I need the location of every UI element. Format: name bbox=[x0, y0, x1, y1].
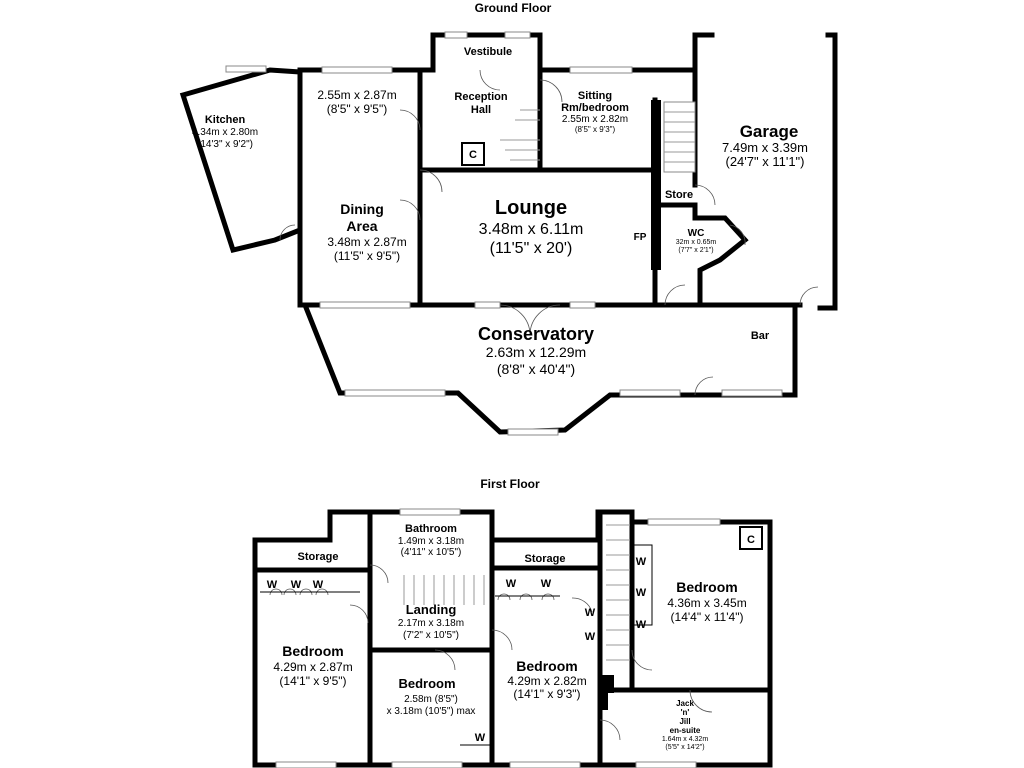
first-floor-walls bbox=[252, 508, 773, 768]
chimney-breast bbox=[651, 100, 661, 270]
wardrobe-label: W bbox=[313, 579, 324, 591]
first-north-wall bbox=[327, 509, 773, 768]
kitchen-imperial: (14'3" x 9'2") bbox=[197, 139, 253, 150]
bedroom-small-line2: x 3.18m (10'5") max bbox=[387, 706, 476, 717]
bedroom-small-name: Bedroom bbox=[398, 676, 455, 691]
sitting-imperial: (8'5" x 9'3") bbox=[575, 125, 616, 134]
conservatory-metric: 2.63m x 12.29m bbox=[486, 344, 586, 360]
lounge-metric: 3.48m x 6.11m bbox=[479, 221, 584, 238]
bedroom-right-metric: 4.36m x 3.45m bbox=[667, 596, 746, 610]
first-windows bbox=[275, 508, 721, 768]
ensuite-name-3: Jill bbox=[679, 717, 690, 726]
bedroom-left-imperial: (14'1" x 9'5") bbox=[279, 674, 346, 688]
first-internal-walls bbox=[252, 537, 601, 768]
wc-metric: 32m x 0.65m bbox=[676, 239, 717, 246]
garage-metric: 7.49m x 3.39m bbox=[722, 140, 808, 155]
storage-left-name: Storage bbox=[298, 551, 339, 563]
ensuite-metric: 1.64m x 4.32m bbox=[662, 736, 708, 743]
dining-name-2: Area bbox=[346, 218, 377, 234]
ensuite-name-1: Jack bbox=[676, 699, 694, 708]
wardrobe-label: W bbox=[585, 631, 596, 643]
conservatory-name: Conservatory bbox=[478, 324, 594, 344]
wardrobe-label: W bbox=[636, 587, 647, 599]
store-name: Store bbox=[665, 189, 693, 201]
first-doors bbox=[260, 526, 763, 746]
wardrobe-label: W bbox=[541, 578, 552, 590]
bathroom-imperial: (4'11" x 10'5") bbox=[401, 547, 462, 558]
lounge-name: Lounge bbox=[495, 197, 567, 219]
wardrobe-label: W bbox=[506, 578, 517, 590]
pier-2 bbox=[598, 690, 608, 710]
bedroom-small-line1: 2.58m (8'5") bbox=[404, 694, 458, 705]
dining-imperial: (11'5" x 9'5") bbox=[334, 249, 400, 263]
bedroom-right-imperial: (14'4" x 11'4") bbox=[671, 610, 744, 624]
dining-upper-metric: 2.55m x 2.87m bbox=[317, 88, 396, 102]
dining-name-1: Dining bbox=[340, 201, 384, 217]
ensuite-name-4: en-suite bbox=[670, 726, 701, 735]
wardrobe-label: W bbox=[585, 607, 596, 619]
reception-name-2: Hall bbox=[471, 104, 491, 116]
bar-name: Bar bbox=[751, 330, 770, 342]
wc-name: WC bbox=[688, 228, 705, 239]
first-floor-title: First Floor bbox=[480, 477, 540, 491]
bedroom-left-name: Bedroom bbox=[282, 643, 343, 659]
reception-name-1: Reception bbox=[454, 91, 507, 103]
wardrobe-label: W bbox=[291, 579, 302, 591]
pier bbox=[600, 675, 614, 693]
ground-doors bbox=[279, 69, 819, 396]
vestibule-name: Vestibule bbox=[464, 46, 512, 58]
first-stair-walls bbox=[597, 509, 773, 768]
ground-floor-walls bbox=[179, 31, 838, 436]
lounge-imperial: (11'5" x 20') bbox=[490, 240, 573, 257]
first-floor-labels: First Floor Storage Storage W W W W W W … bbox=[267, 477, 755, 751]
cupboard-label: C bbox=[747, 534, 755, 546]
kitchen-walls bbox=[179, 67, 303, 253]
wardrobe-label: W bbox=[475, 732, 486, 744]
conservatory-imperial: (8'8" x 40'4") bbox=[497, 361, 575, 377]
fireplace-label: FP bbox=[634, 232, 647, 243]
kitchen-name: Kitchen bbox=[205, 114, 246, 126]
ground-floor-labels: Ground Floor Kitchen 4.34m x 2.80m (14'3… bbox=[192, 1, 808, 377]
dining-upper-imperial: (8'5" x 9'5") bbox=[327, 102, 387, 116]
ensuite-name-2: 'n' bbox=[681, 708, 690, 717]
ground-stairs bbox=[500, 101, 696, 173]
landing-metric: 2.17m x 3.18m bbox=[398, 618, 464, 629]
garage-name: Garage bbox=[740, 122, 799, 141]
landing-name: Landing bbox=[406, 602, 457, 617]
bedroom-mid-name: Bedroom bbox=[516, 658, 577, 674]
garage-imperial: (24'7" x 11'1") bbox=[726, 154, 805, 169]
wc-imperial: (7'7" x 2'1") bbox=[678, 247, 713, 254]
sitting-name-1: Sitting bbox=[578, 90, 612, 102]
bathroom-name: Bathroom bbox=[405, 523, 457, 535]
bedroom-mid-imperial: (14'1" x 9'3") bbox=[513, 687, 580, 701]
garage-east-wall bbox=[817, 32, 838, 311]
ground-windows bbox=[225, 31, 783, 436]
cupboard-label: C bbox=[469, 149, 477, 161]
landing-imperial: (7'2" x 10'5") bbox=[403, 630, 459, 641]
wardrobe-label: W bbox=[267, 579, 278, 591]
bedroom-right-name: Bedroom bbox=[676, 579, 737, 595]
wardrobe-label: W bbox=[636, 556, 647, 568]
bedroom-mid-metric: 4.29m x 2.82m bbox=[507, 674, 586, 688]
wardrobe-label: W bbox=[636, 619, 647, 631]
kitchen-metric: 4.34m x 2.80m bbox=[192, 127, 258, 138]
bedroom-left-metric: 4.29m x 2.87m bbox=[273, 660, 352, 674]
storage-mid-name: Storage bbox=[525, 553, 566, 565]
dining-metric: 3.48m x 2.87m bbox=[327, 235, 406, 249]
sitting-metric: 2.55m x 2.82m bbox=[562, 114, 628, 125]
ensuite-imperial: (5'5" x 14'2") bbox=[665, 744, 704, 751]
bathroom-metric: 1.49m x 3.18m bbox=[398, 536, 464, 547]
sitting-name-2: Rm/bedroom bbox=[561, 102, 629, 114]
ground-floor-title: Ground Floor bbox=[475, 1, 552, 15]
first-stairs bbox=[403, 524, 630, 661]
